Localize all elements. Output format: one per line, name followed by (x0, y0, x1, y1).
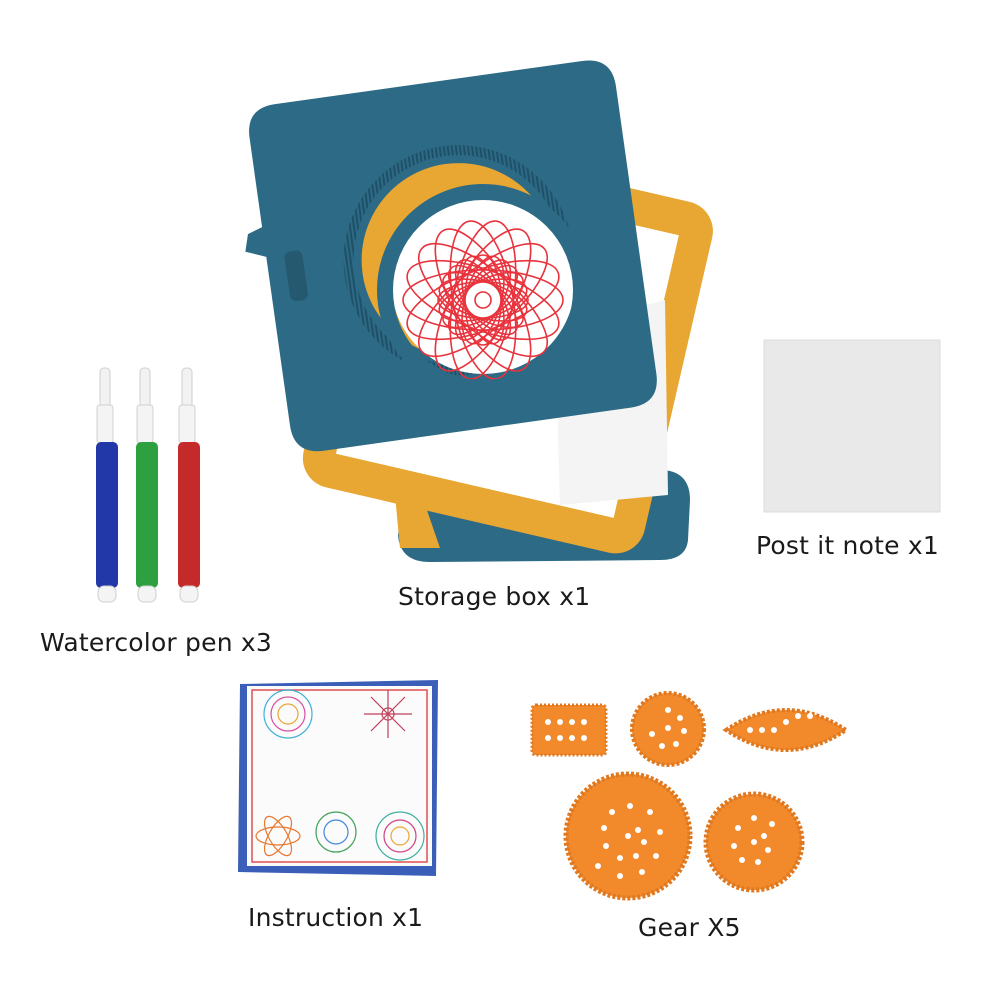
watercolor-pen-image (96, 367, 200, 603)
storage-box-image (245, 60, 713, 562)
storage-box-label: Storage box x1 (398, 582, 591, 611)
gear-label: Gear X5 (638, 913, 741, 942)
instruction-label: Instruction x1 (248, 903, 424, 932)
post-it-note-image (763, 339, 941, 513)
watercolor-pen-label: Watercolor pen x3 (40, 628, 273, 657)
gear-set-image (530, 691, 850, 901)
post-it-note-label: Post it note x1 (756, 531, 939, 560)
instruction-sheet-image (238, 680, 438, 876)
